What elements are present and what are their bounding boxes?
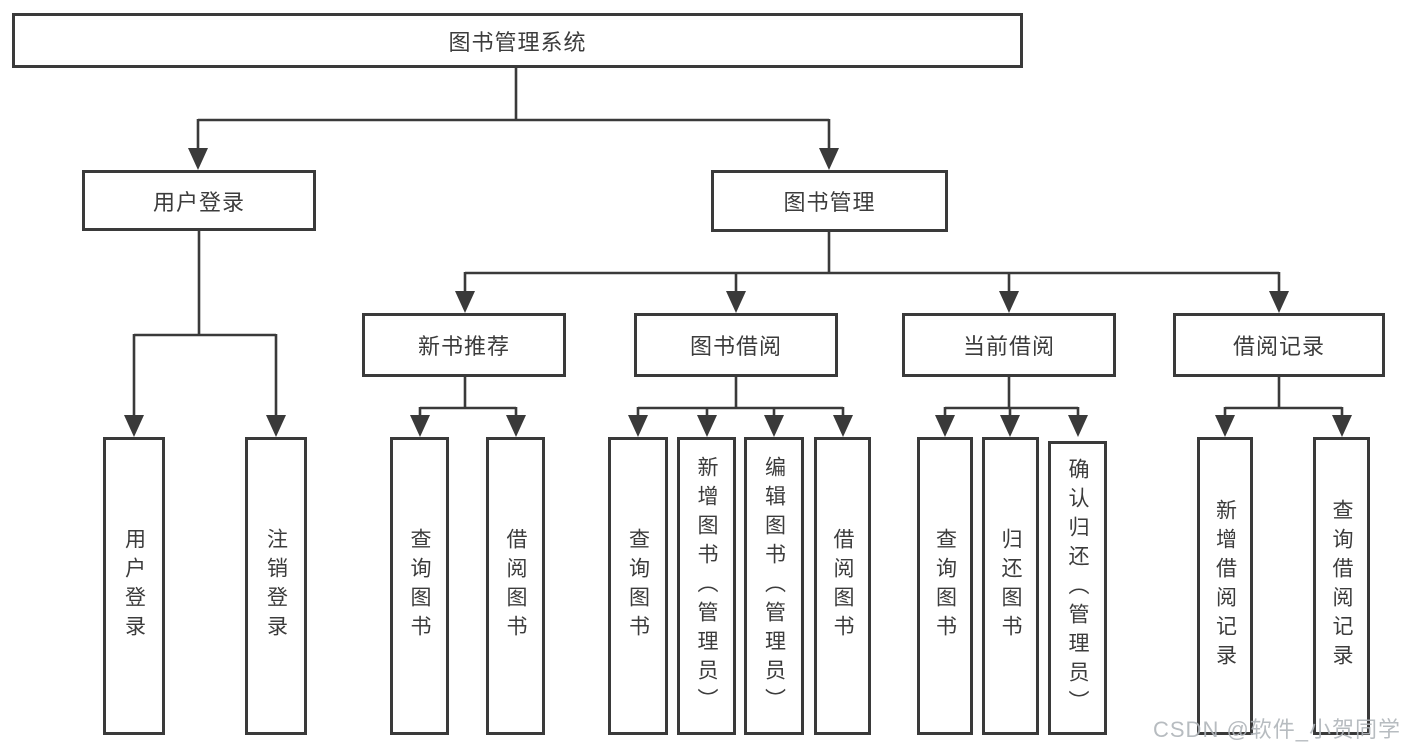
connector-userlogin-to-leaves bbox=[132, 230, 278, 419]
leaf-label: 查询图书 bbox=[933, 528, 957, 644]
leaf-current-query-books: 查询图书 bbox=[917, 437, 973, 735]
node-label: 借阅记录 bbox=[1232, 334, 1325, 359]
leaf-label: 编辑图书（管理员） bbox=[762, 455, 786, 717]
leaf-newbooks-query-books: 查询图书 bbox=[390, 437, 449, 735]
node-label: 图书借阅 bbox=[689, 334, 782, 359]
leaf-logout: 注销登录 bbox=[245, 437, 307, 735]
leaf-label: 借阅图书 bbox=[831, 528, 854, 644]
leaf-label: 查询图书 bbox=[408, 528, 431, 644]
leaf-records-query-record: 查询借阅记录 bbox=[1313, 437, 1370, 735]
node-label: 图书管理系统 bbox=[448, 29, 587, 55]
node-book-management: 图书管理 bbox=[711, 170, 948, 232]
connector-records-to-leaves bbox=[1223, 377, 1344, 419]
node-current-borrowing: 当前借阅 bbox=[902, 313, 1116, 377]
connector-current-to-leaves bbox=[943, 377, 1080, 419]
node-label: 新书推荐 bbox=[417, 334, 510, 359]
leaf-label: 新增借阅记录 bbox=[1213, 499, 1237, 673]
connector-newbooks-to-leaves bbox=[418, 377, 518, 419]
node-new-book-recommendation: 新书推荐 bbox=[362, 313, 566, 377]
leaf-borrowing-add-books-admin: 新增图书（管理员） bbox=[677, 437, 736, 735]
connector-root-to-level2 bbox=[196, 67, 831, 152]
leaf-label: 归还图书 bbox=[999, 528, 1022, 644]
node-library-management-system: 图书管理系统 bbox=[12, 13, 1023, 68]
leaf-borrowing-edit-books-admin: 编辑图书（管理员） bbox=[744, 437, 804, 735]
leaf-label: 借阅图书 bbox=[504, 528, 527, 644]
leaf-label: 注销登录 bbox=[264, 528, 288, 644]
connector-borrow-to-leaves bbox=[636, 377, 845, 419]
node-label: 当前借阅 bbox=[962, 334, 1055, 359]
leaf-borrowing-query-books: 查询图书 bbox=[608, 437, 668, 735]
node-user-login: 用户登录 bbox=[82, 170, 316, 231]
connector-bookmgmt-to-level3 bbox=[463, 232, 1281, 296]
node-borrowing-records: 借阅记录 bbox=[1173, 313, 1385, 377]
leaf-current-return-books: 归还图书 bbox=[982, 437, 1039, 735]
leaf-user-login: 用户登录 bbox=[103, 437, 165, 735]
leaf-label: 查询借阅记录 bbox=[1330, 499, 1353, 673]
arrowhead-icons bbox=[124, 148, 1352, 437]
leaf-label: 查询图书 bbox=[626, 528, 650, 644]
node-book-borrowing: 图书借阅 bbox=[634, 313, 838, 377]
leaf-newbooks-borrow-books: 借阅图书 bbox=[486, 437, 545, 735]
leaf-records-add-record: 新增借阅记录 bbox=[1197, 437, 1253, 735]
node-label: 用户登录 bbox=[152, 189, 245, 215]
leaf-label: 用户登录 bbox=[122, 528, 146, 644]
leaf-current-confirm-return-admin: 确认归还（管理员） bbox=[1048, 441, 1107, 735]
leaf-label: 新增图书（管理员） bbox=[695, 455, 718, 717]
leaf-borrowing-borrow-books: 借阅图书 bbox=[814, 437, 871, 735]
leaf-label: 确认归还（管理员） bbox=[1066, 457, 1089, 719]
csdn-watermark: CSDN @软件_小贺同学 bbox=[1153, 717, 1402, 742]
node-label: 图书管理 bbox=[783, 190, 876, 215]
